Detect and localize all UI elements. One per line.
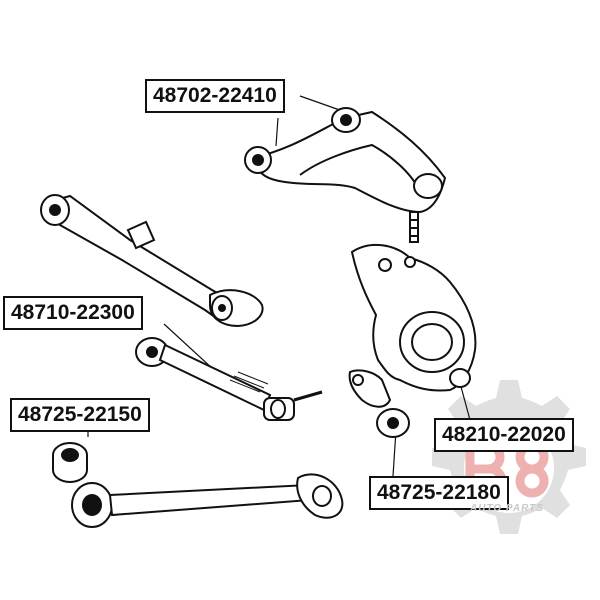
lower-control-arm [71,473,344,528]
label-bushing: 48725-22150 [10,398,150,432]
adjust-rod [135,337,323,421]
label-upper-arm: 48702-22410 [145,79,285,113]
label-trailing-arm: 48710-22300 [3,296,143,330]
bushing-part [52,442,88,483]
steering-knuckle [348,243,477,438]
lateral-arm [40,194,264,328]
upper-control-arm [244,107,447,243]
label-knuckle: 48210-22020 [434,418,574,452]
watermark-text: AUTO PARTS [470,503,544,514]
label-knuckle-bushing: 48725-22180 [369,476,509,510]
